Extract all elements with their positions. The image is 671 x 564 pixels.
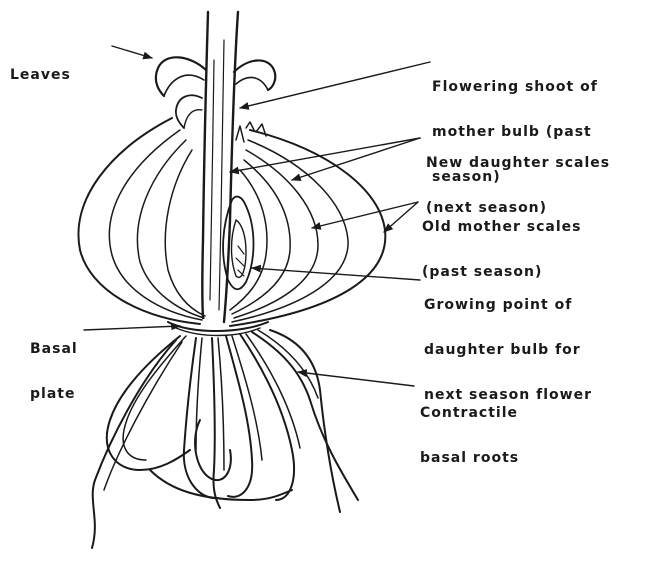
leaves-drawing <box>156 57 275 128</box>
label-basal-plate: Basal plate <box>30 312 78 417</box>
flowering-shoot-stem <box>202 12 238 322</box>
new-scales-arrow-2 <box>292 138 420 180</box>
basal-plate-arrow <box>84 326 180 330</box>
new-scales-arrow-1 <box>230 138 420 172</box>
roots-drawing <box>92 330 358 548</box>
leaves-arrow <box>112 46 152 58</box>
label-contractile-roots: Contractile basal roots <box>420 376 519 481</box>
growing-point-arrow <box>252 268 420 280</box>
old-scales-arrow-1 <box>312 202 418 228</box>
flowering-shoot-arrow <box>240 62 430 108</box>
roots-arrow <box>298 372 414 386</box>
label-leaves: Leaves <box>10 38 71 98</box>
